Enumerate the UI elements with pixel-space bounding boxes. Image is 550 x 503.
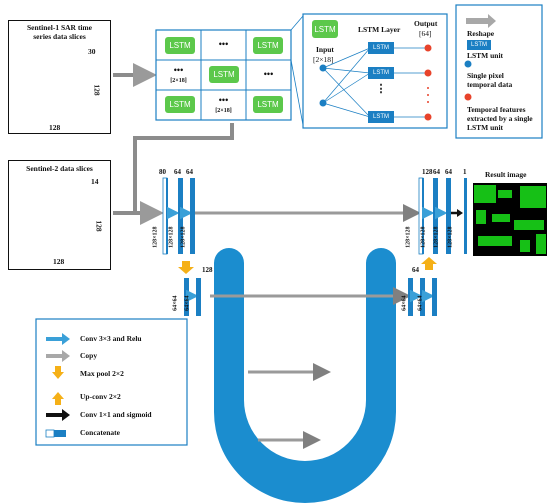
feature-map-bar (196, 278, 201, 316)
grid-dots: ••• (263, 69, 274, 79)
legend-single-pixel-2: temporal data (467, 80, 513, 89)
channel-label: 64 (186, 168, 193, 176)
output-node (424, 113, 432, 121)
feature-map-bar (190, 178, 195, 254)
s2-depth-label: 14 (91, 177, 99, 186)
lstm-cell: LSTM (209, 66, 239, 83)
feature-map-bar (446, 178, 451, 254)
grid-dim: [2×18] (170, 78, 187, 84)
channel-label: 64 (433, 168, 440, 176)
grid-dots: ••• (218, 39, 229, 49)
channel-label: 128 (422, 168, 433, 176)
legend-concat: Concatenate (80, 428, 120, 437)
grid-dim: [2×18] (215, 108, 232, 114)
legend-top (455, 4, 543, 139)
lstm-cell: LSTM (165, 37, 195, 54)
size-label: 128×128 (180, 226, 187, 248)
legend-copy: Copy (80, 351, 98, 360)
legend-temporal-2: extracted by a single (467, 114, 533, 123)
size-label: 64×64 (417, 295, 424, 311)
sar-height-label: 128 (92, 84, 102, 96)
unet-u-shape (214, 248, 396, 503)
legend-lstm-unit-caption: LSTM unit (467, 51, 504, 60)
maxpool-icon (52, 366, 64, 379)
size-label: 128×128 (433, 226, 440, 248)
size-label: 128×128 (405, 226, 412, 248)
channel-label: 64 (445, 168, 452, 176)
output-bar (464, 178, 467, 254)
size-label: 128×128 (447, 226, 454, 248)
lstm-unit-3: LSTM (368, 111, 394, 123)
size-label: 64×64 (172, 295, 179, 311)
output-dim: [64] (419, 29, 432, 38)
legend-reshape: Reshape (467, 29, 495, 38)
output-node (424, 69, 432, 77)
feature-path (133, 123, 234, 213)
legend-upconv: Up-conv 2×2 (80, 392, 121, 401)
lstm-panel-label: LSTM (312, 20, 338, 38)
legend-temporal-3: LSTM unit (467, 123, 504, 132)
s2-height-label: 128 (94, 220, 104, 232)
sar-title-2: series data slices (33, 32, 86, 41)
sar-width-label: 128 (49, 123, 61, 132)
copy-icon (46, 350, 70, 362)
size-label: 64×64 (401, 295, 408, 311)
result-title: Result image (485, 170, 527, 179)
output-title: Output (414, 19, 438, 28)
concat-icon (45, 429, 55, 438)
lstm-unit-2: LSTM (368, 67, 394, 79)
grid-dots: ••• (173, 65, 184, 75)
channel-label: 64 (412, 266, 419, 274)
channel-label: 80 (159, 168, 166, 176)
sar-depth-label: 30 (88, 47, 96, 56)
legend-temporal-1: Temporal features (467, 105, 526, 114)
channel-label: 128 (202, 266, 213, 274)
s2-title: Sentinel-2 data slices (26, 164, 93, 173)
maxpool-arrow (178, 261, 194, 274)
legend-lstm-unit-icon: LSTM (467, 40, 491, 50)
temporal-feature-dot-icon (464, 93, 472, 101)
size-label: 128×128 (152, 226, 159, 248)
channel-label: 64 (174, 168, 181, 176)
feature-map-bar (408, 278, 413, 316)
lstm-cell: LSTM (165, 96, 195, 113)
channel-label: 1 (463, 168, 467, 176)
grid-dots: ••• (218, 95, 229, 105)
s2-width-label: 128 (53, 257, 65, 266)
result-image (473, 183, 547, 256)
lstm-cell: LSTM (253, 37, 283, 54)
single-pixel-dot-icon (464, 60, 472, 68)
output-node (424, 44, 432, 52)
sar-title-1: Sentinel-1 SAR time (27, 23, 92, 32)
lstm-unit-1: LSTM (368, 42, 394, 54)
size-label: 128×128 (168, 226, 175, 248)
size-label: 64×64 (184, 295, 191, 311)
legend-maxpool: Max pool 2×2 (80, 369, 124, 378)
conv1x1-icon (46, 409, 70, 421)
input-title: Input (316, 45, 334, 54)
upconv-arrow (421, 257, 437, 270)
conv-relu-icon (46, 333, 70, 345)
lstm-layer-title: LSTM Layer (358, 25, 401, 34)
legend-conv: Conv 3×3 and Relu (80, 334, 142, 343)
upconv-icon (52, 392, 64, 405)
legend-conv1: Conv 1×1 and sigmoid (80, 410, 152, 419)
s2-input-box (8, 160, 111, 270)
legend-single-pixel-1: Single pixel (467, 71, 504, 80)
sar-input-box (8, 20, 111, 134)
input-dim: [2×18] (313, 55, 334, 64)
reshape-arrow-icon (466, 14, 496, 28)
conv1x1-arrow (457, 209, 463, 217)
size-label: 128×128 (420, 226, 427, 248)
lstm-vdots: ⋮ (375, 83, 387, 95)
lstm-cell: LSTM (253, 96, 283, 113)
feature-map-bar (432, 278, 437, 316)
